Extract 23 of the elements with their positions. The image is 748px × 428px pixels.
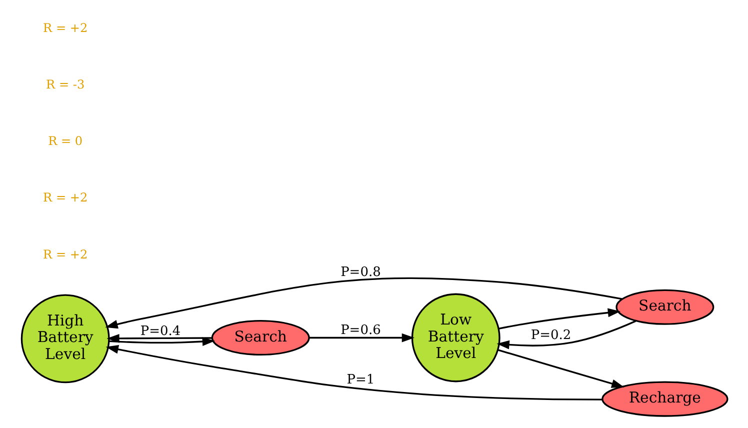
edge-label: P=0.4 (140, 324, 180, 340)
edge-label: P=0.8 (340, 264, 380, 280)
node-ellipse: Search (210, 320, 310, 356)
label: R = +2 (42, 190, 88, 205)
edge-label: P=0.6 (340, 323, 380, 338)
node-circle: Low Battery Level (410, 293, 500, 382)
edge-label: P=1 (346, 372, 374, 388)
arrow (104, 277, 622, 329)
arrow (106, 334, 212, 343)
label: R = 0 (48, 134, 82, 148)
node-ellipse: Search (615, 289, 714, 325)
label: R = -3 (46, 77, 84, 92)
arrow (308, 333, 414, 342)
label: R = +2 (42, 247, 88, 262)
node-circle: High Battery Level (20, 294, 110, 384)
arrow (105, 344, 602, 400)
arrow (498, 308, 620, 330)
label: R = +2 (42, 20, 88, 35)
arrow (108, 337, 215, 346)
arrow (496, 320, 636, 350)
edge-label: P=0.2 (530, 328, 571, 343)
arrow (497, 349, 624, 388)
node-ellipse: Recharge (601, 381, 728, 417)
